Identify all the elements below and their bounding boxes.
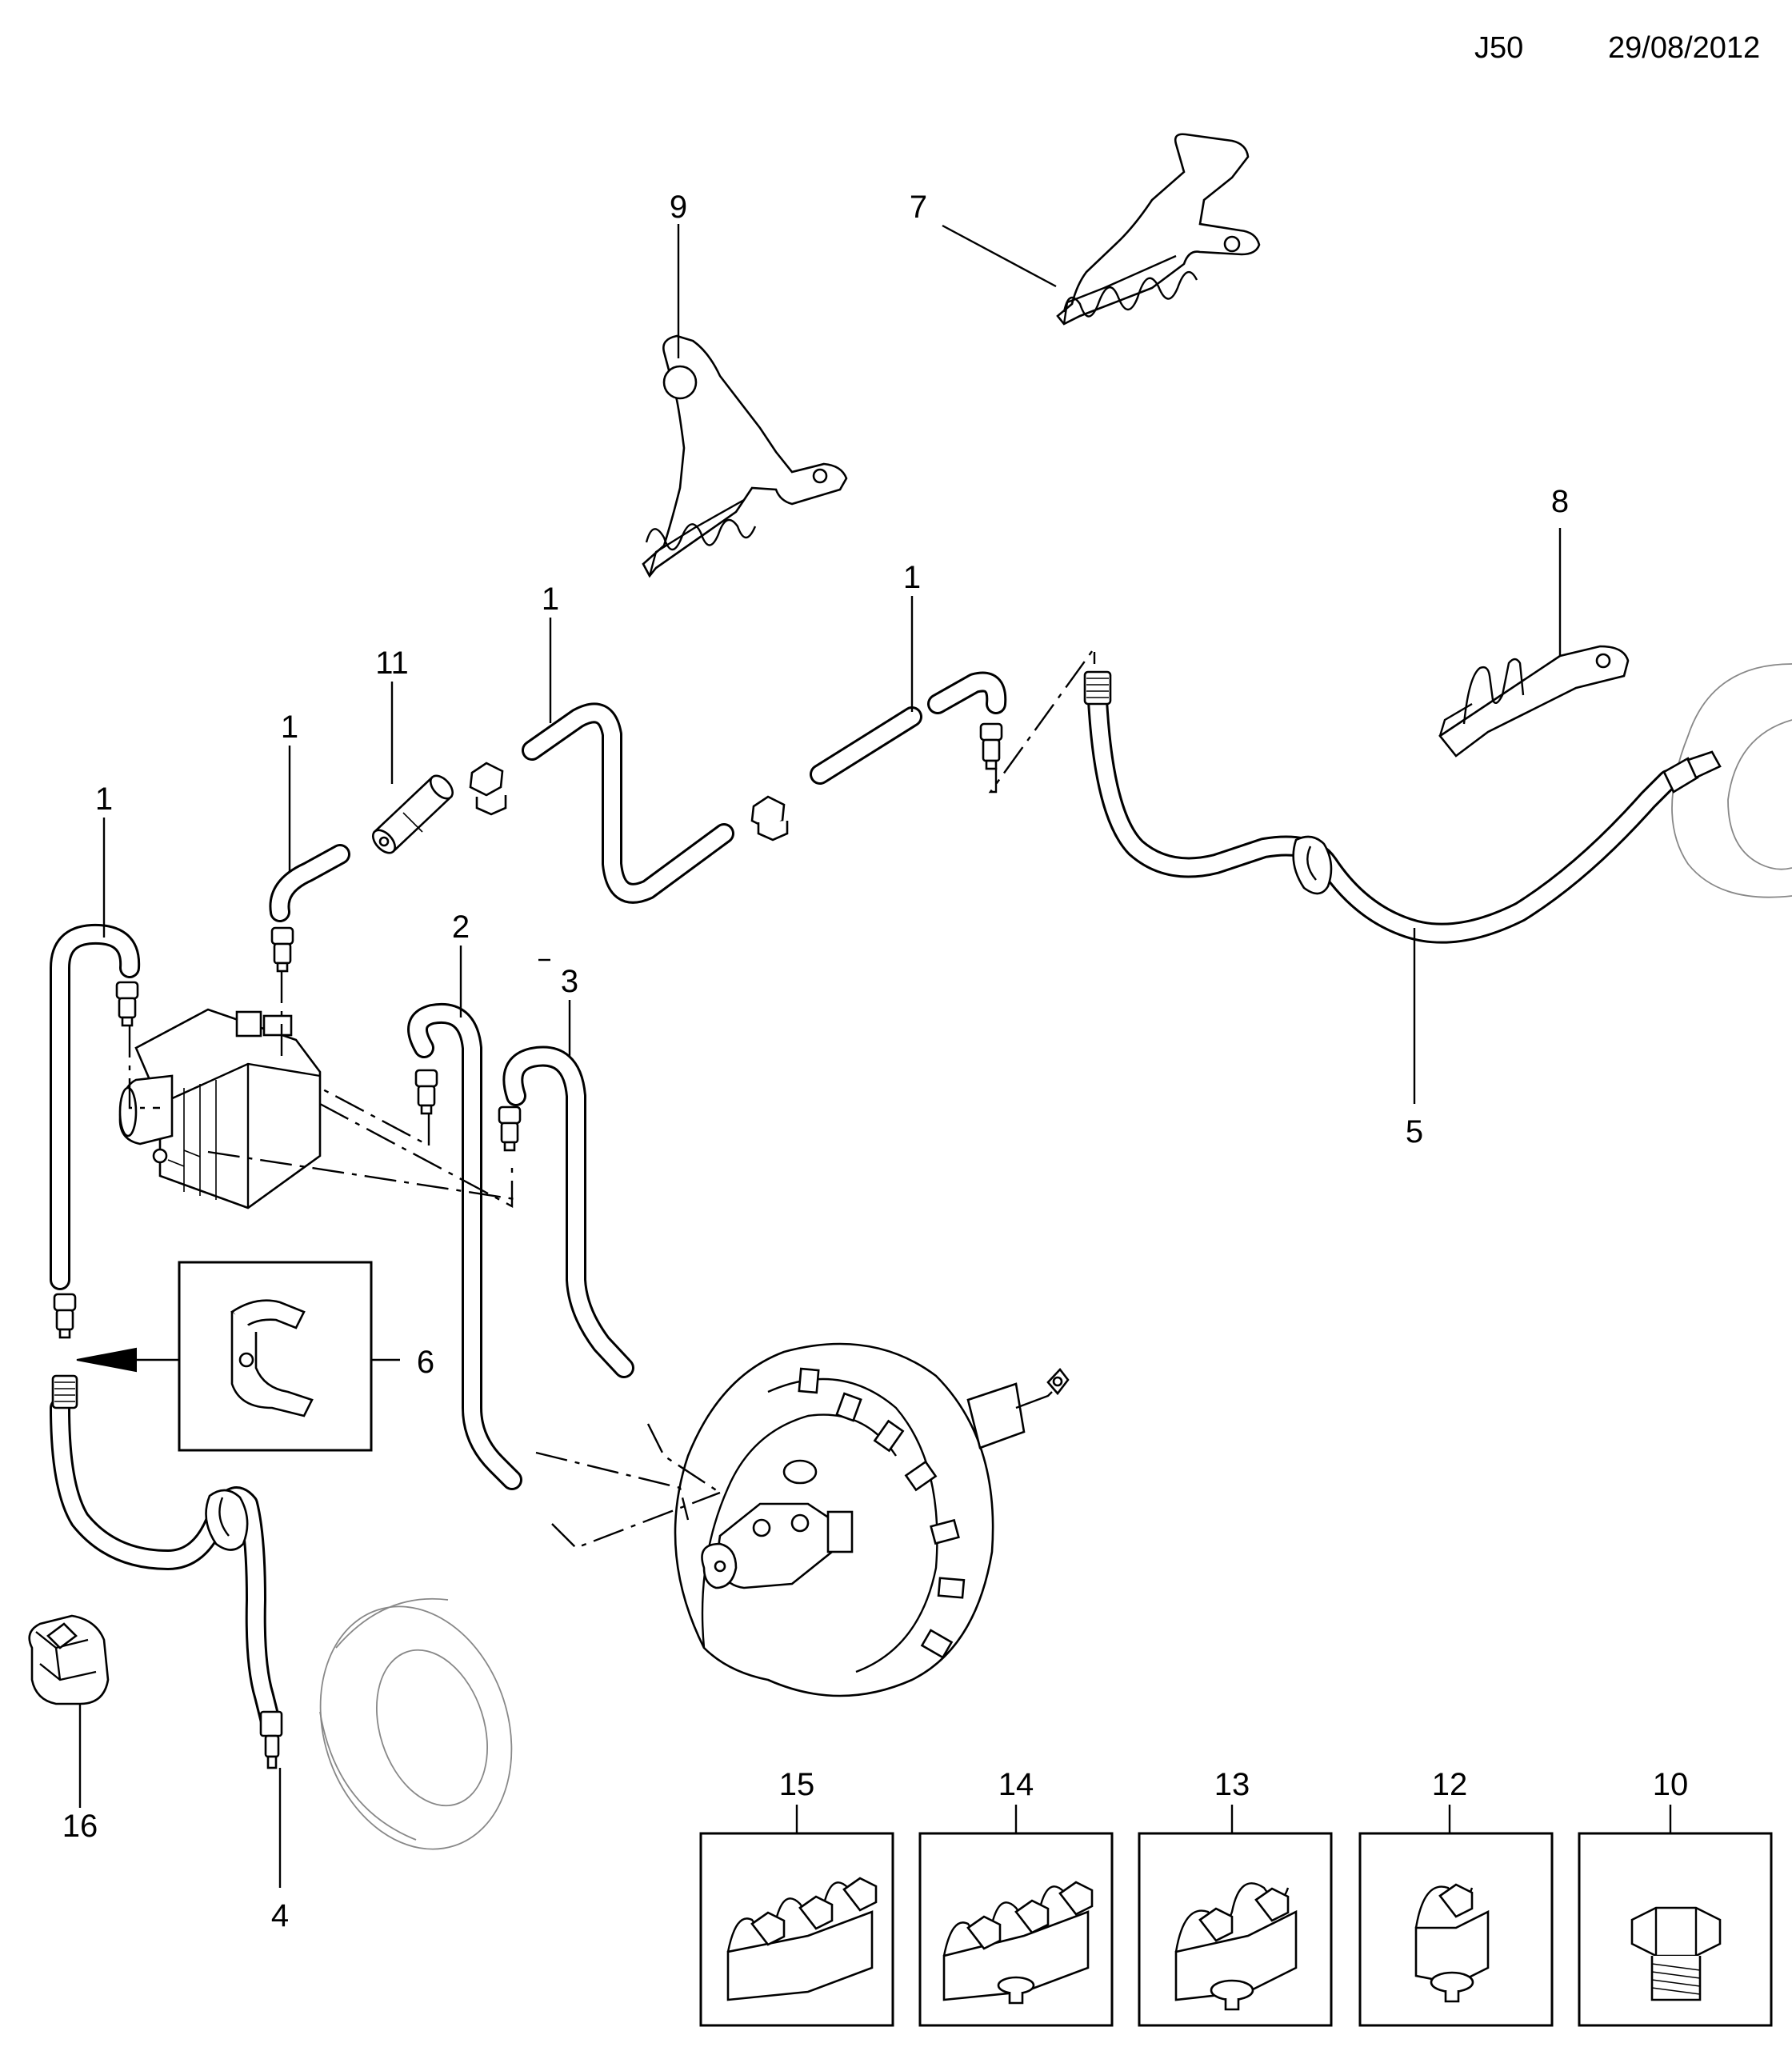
wheel-left-outline [319,1597,513,1850]
part-2-pipe[interactable] [407,1002,522,1490]
diagram-date: 29/08/2012 [1608,31,1760,65]
part-7-bracket[interactable] [1056,133,1261,326]
callout-9: 9 [670,190,687,225]
part-3-pipe[interactable] [502,1045,634,1378]
callout-8: 8 [1551,484,1569,519]
part-1-pipe-short-left[interactable] [269,844,350,922]
abs-modulator-unit[interactable] [118,1008,322,1209]
part-1-pipe-short-right[interactable] [927,671,1007,714]
part-11-coupling[interactable] [369,772,457,858]
callout-15: 15 [779,1767,815,1802]
part-16-grommet[interactable] [28,1614,110,1705]
part-1-pipe-left-vertical[interactable] [50,923,141,1290]
callout-5: 5 [1406,1114,1423,1149]
callout-12: 12 [1432,1767,1468,1802]
callout-1-straight: 1 [903,560,921,595]
part-6-clip-box[interactable] [178,1261,373,1452]
wheel-right-outline [1671,663,1792,898]
callout-10: 10 [1653,1767,1689,1802]
fitting-nut [469,762,507,816]
callout-13: 13 [1214,1767,1250,1802]
brake-booster[interactable] [674,1342,1070,1697]
part-4-brake-hose[interactable] [50,1374,283,1769]
leader-7 [942,224,1057,288]
part-1-pipe-straight[interactable] [810,706,922,785]
part-15-triple-clip-box[interactable] [699,1832,894,2027]
callout-1-short-left: 1 [281,710,298,745]
callout-2: 2 [452,910,470,945]
callout-16: 16 [62,1809,98,1844]
callout-4: 4 [271,1898,289,1933]
fitting-nut [750,795,789,842]
part-12-single-clip-box[interactable] [1358,1832,1554,2027]
part-14-triple-clip-box[interactable] [918,1832,1114,2027]
callout-3: 3 [561,964,578,999]
callout-1-left-vertical: 1 [95,782,113,817]
diagram-code: J50 [1474,31,1523,65]
connection-lines [128,645,1096,1549]
part-13-double-clip-box[interactable] [1138,1832,1333,2027]
fitting-nut [270,926,294,973]
part-10-bleed-screw-box[interactable] [1578,1832,1773,2027]
fitting-nut [498,1105,522,1152]
callout-1-top-long: 1 [542,582,559,617]
fitting-nut [979,722,1003,770]
part-8-bracket[interactable] [1438,645,1630,758]
callout-14: 14 [998,1767,1034,1802]
part-5-brake-hose[interactable] [1083,670,1722,944]
callout-11: 11 [375,646,409,681]
callout-6: 6 [417,1345,434,1380]
fitting-nut [115,981,139,1027]
fitting-nut [414,1069,438,1115]
callout-7: 7 [910,190,927,225]
part-9-bracket[interactable] [642,334,848,578]
fitting-nut [53,1293,77,1339]
part-1-pipe-top-long[interactable] [522,702,734,904]
arrow-to-6 [76,1347,179,1373]
